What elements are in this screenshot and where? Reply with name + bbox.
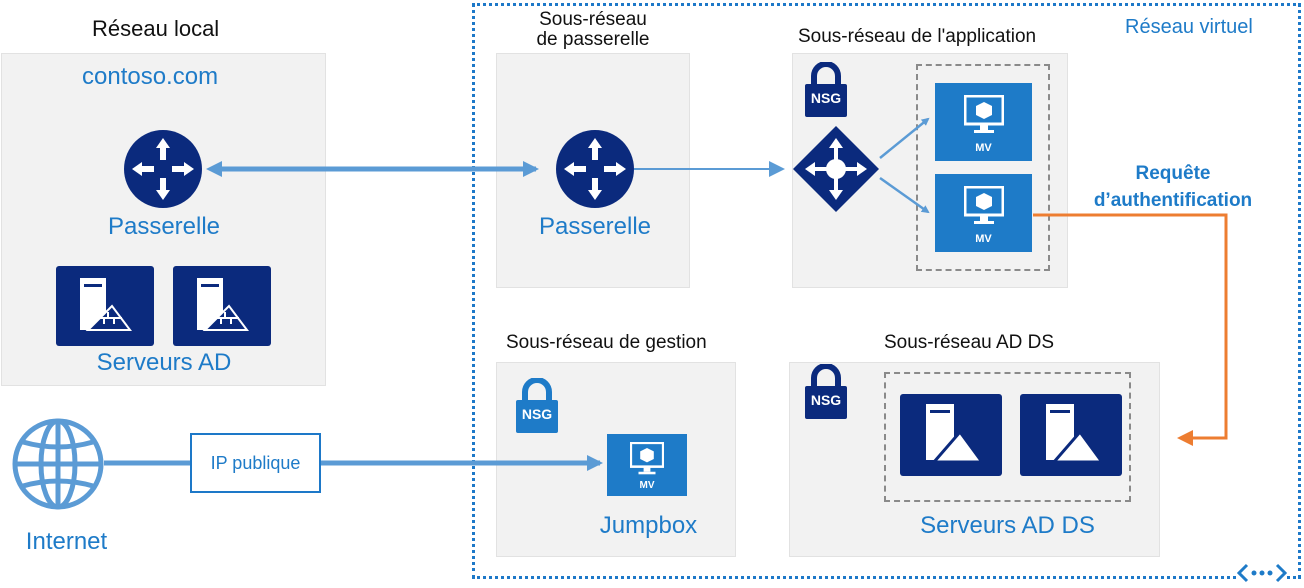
server-icon (900, 394, 1002, 476)
nsg-lock-mgmt: NSG (516, 377, 558, 433)
adds-subnet-title: Sous-réseau AD DS (884, 332, 1055, 353)
nsg-lock-app: NSG (805, 61, 847, 117)
lock-icon (805, 61, 847, 117)
adds-group-dashed (884, 372, 1131, 502)
gateway-subnet-title-line1: Sous-réseau (539, 9, 647, 30)
lock-icon (516, 377, 558, 433)
jumpbox-vm: MV (607, 434, 687, 496)
lb-to-vm1-arrow (879, 117, 930, 159)
server-icon (1020, 394, 1122, 476)
virtual-network-label: Réseau virtuel (1125, 16, 1253, 38)
vpn-connection-arrowhead-left (206, 161, 222, 177)
load-balancer-icon (793, 126, 879, 212)
local-gateway-label: Passerelle (107, 213, 221, 240)
virtual-machine-icon (964, 186, 1004, 224)
auth-request-label: Requête d’authentification (1075, 160, 1271, 214)
domain-label: contoso.com (82, 63, 219, 90)
gateway-subnet-title: Sous-réseau de passerelle (505, 10, 681, 50)
local-network-panel (1, 53, 326, 386)
lb-to-vm2-arrow (879, 176, 930, 214)
virtual-machine-icon (630, 442, 664, 475)
auth-request-line2: d’authentification (1093, 190, 1253, 211)
nsg-badge-text: NSG (810, 392, 842, 408)
server-icon (56, 266, 154, 346)
globe-icon (12, 418, 104, 510)
vm-badge-text: MV (639, 480, 655, 491)
local-network-title: Réseau local (92, 16, 220, 41)
nsg-badge-text: NSG (810, 90, 842, 106)
router-icon (556, 130, 634, 208)
public-ip-box: IP publique (190, 433, 321, 493)
nsg-badge-text: NSG (521, 406, 553, 422)
vm-badge-text: MV (975, 142, 992, 154)
app-subnet-title: Sous-réseau de l'application (798, 26, 1037, 47)
auth-request-line1: Requête (1135, 163, 1211, 184)
vnet-gateway-label: Passerelle (538, 213, 652, 240)
app-vm-1: MV (935, 83, 1032, 161)
vnet-icon (1237, 561, 1287, 585)
jumpbox-label: Jumpbox (599, 512, 698, 539)
vm-group-dashed (916, 64, 1050, 271)
router-icon (124, 130, 202, 208)
lock-icon (805, 363, 847, 419)
adds-servers-label: Serveurs AD DS (920, 512, 1095, 539)
local-ad-servers-label: Serveurs AD (96, 349, 232, 376)
management-subnet-title: Sous-réseau de gestion (506, 332, 707, 353)
gateway-subnet-title-line2: de passerelle (536, 29, 650, 50)
internet-label: Internet (25, 528, 108, 555)
nsg-lock-adds: NSG (805, 363, 847, 419)
vm-badge-text: MV (975, 233, 992, 245)
auth-request-arrow (1033, 213, 1228, 446)
virtual-network-boundary (472, 3, 1301, 579)
server-icon (173, 266, 271, 346)
app-vm-2: MV (935, 174, 1032, 252)
virtual-machine-icon (964, 95, 1004, 133)
